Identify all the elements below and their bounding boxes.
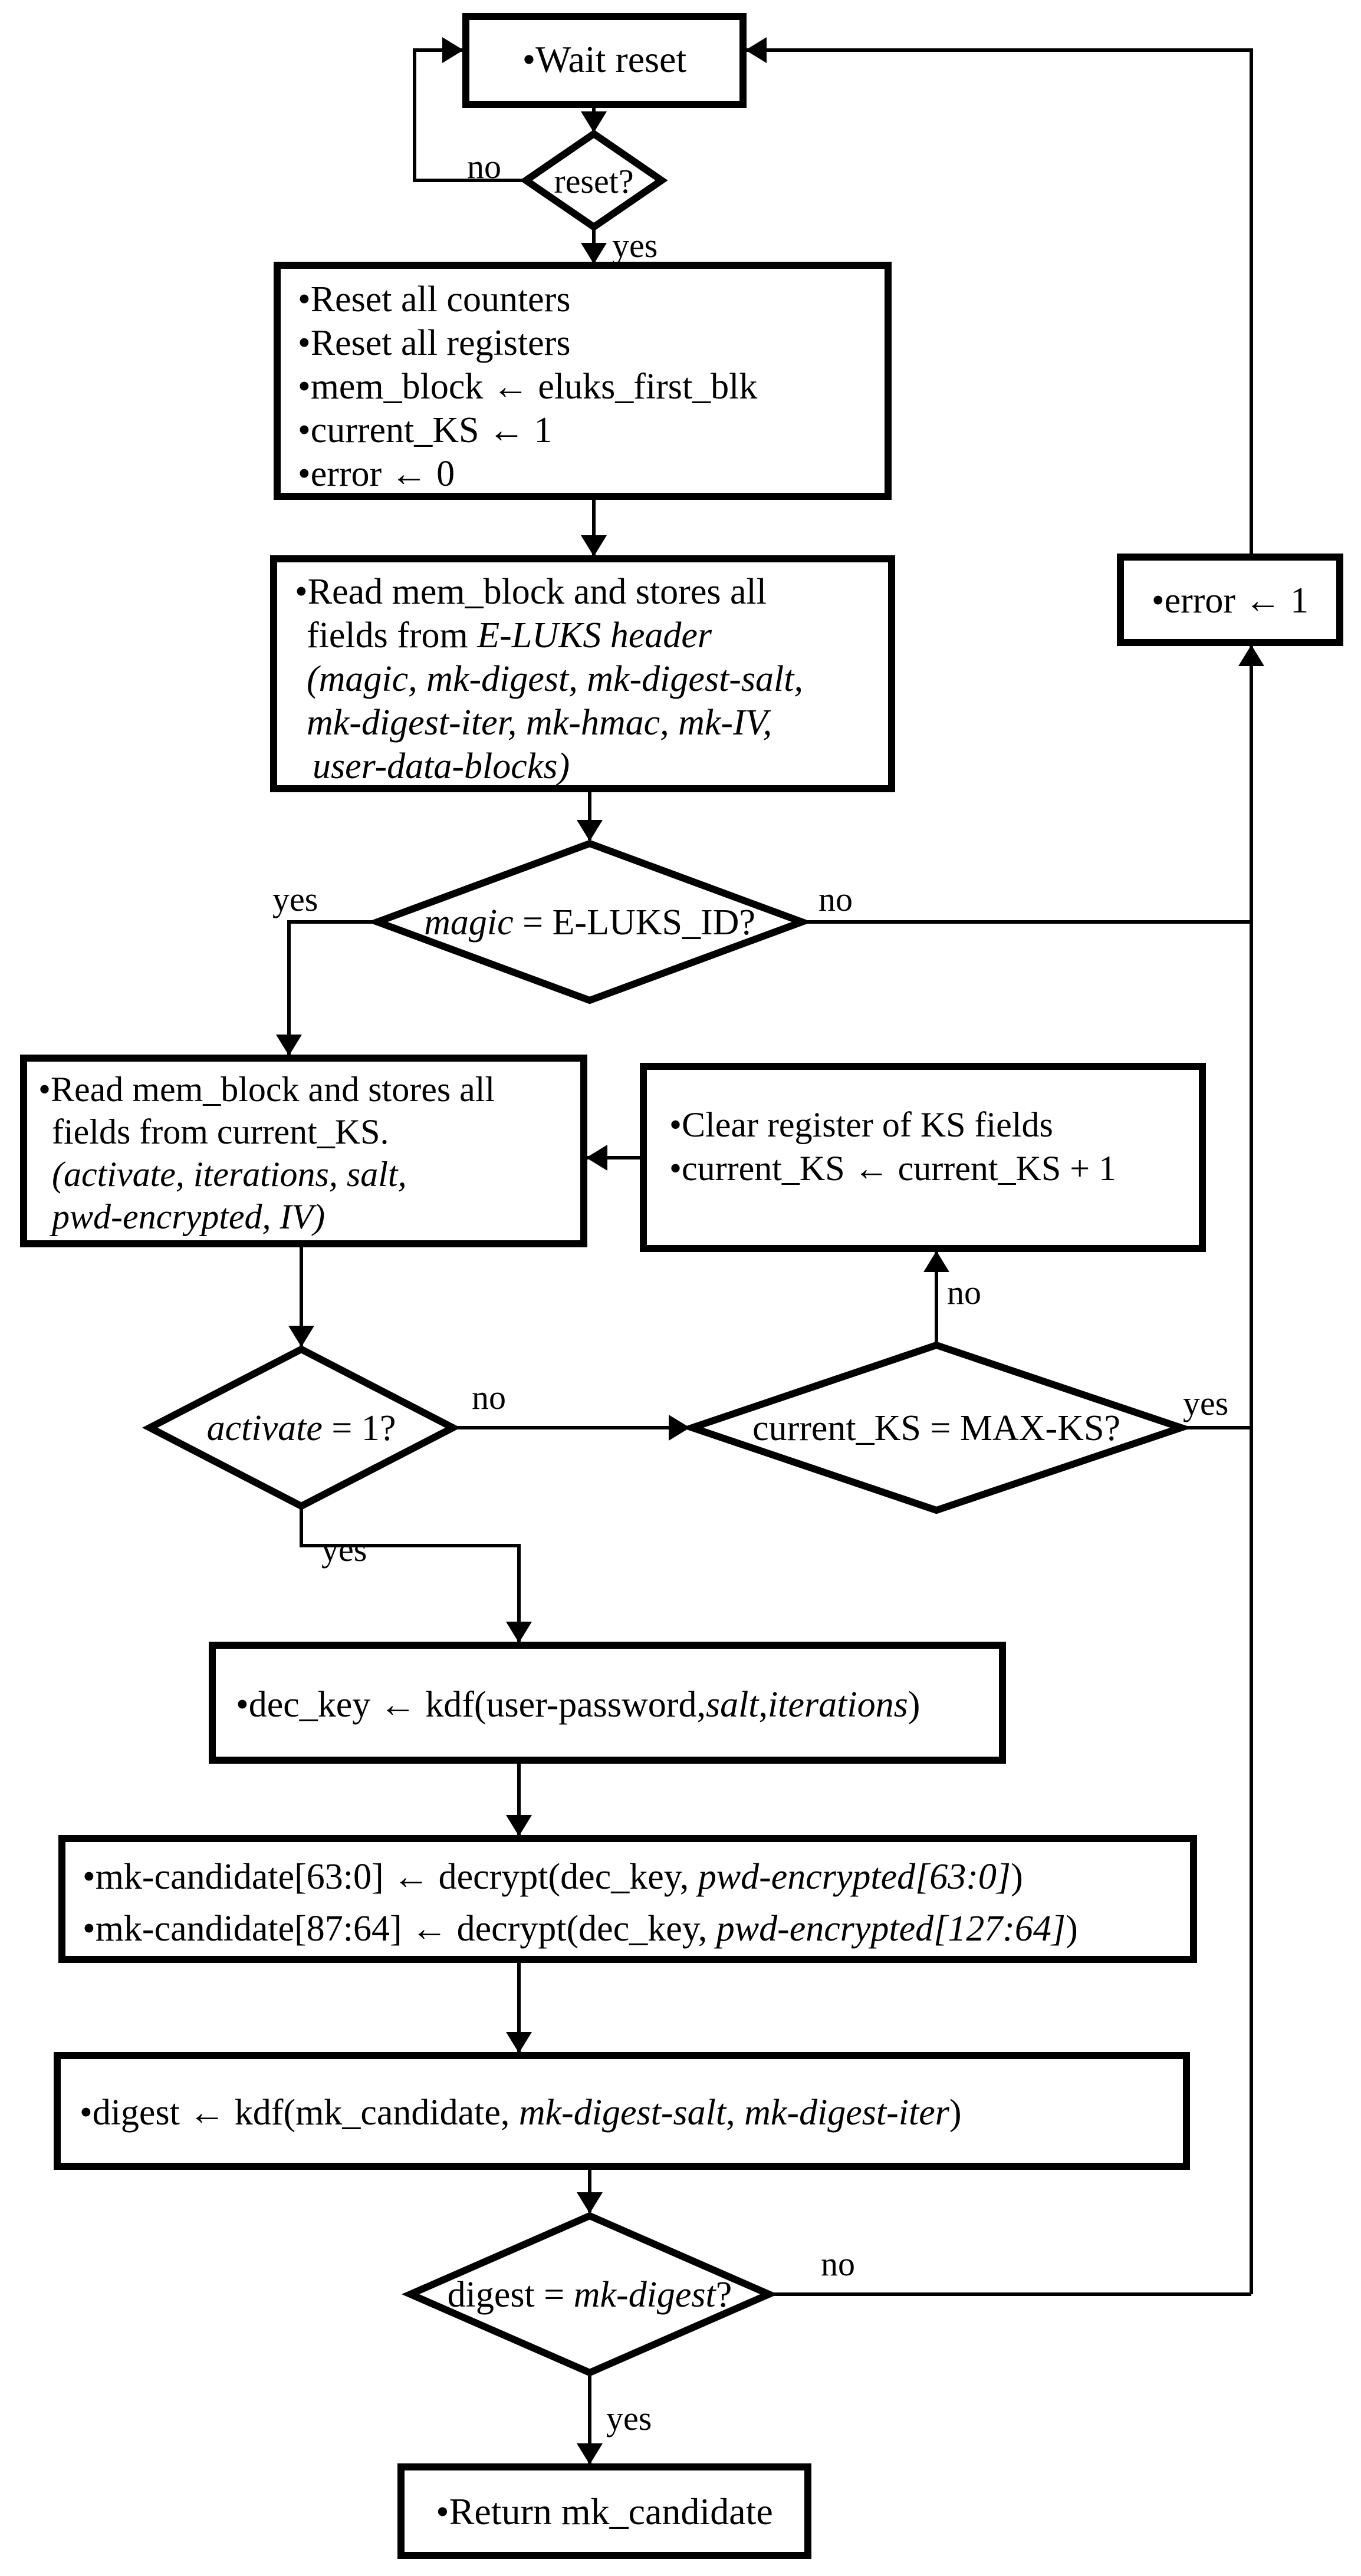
- process-init-line1: •Reset all counters: [298, 279, 570, 319]
- decision-digest-label: digest = mk-digest?: [448, 2275, 732, 2315]
- label-maxks-yes: yes: [1183, 1384, 1228, 1422]
- edge-activateq-yes: [300, 1506, 532, 1643]
- label-maxks-no: no: [947, 1273, 981, 1312]
- process-read-keyslot-line1: •Read mem_block and stores all: [38, 1070, 495, 1109]
- decision-activate: [142, 1345, 461, 1510]
- decision-magic: [367, 839, 813, 1004]
- label-magic-yes: yes: [272, 880, 318, 918]
- process-init-line5: •error ← 0: [298, 454, 455, 494]
- edge-resetq-no-loop: [413, 37, 526, 182]
- label-digest-no: no: [821, 2245, 855, 2283]
- process-read-keyslot-line4: pwd-encrypted, IV): [50, 1197, 325, 1236]
- process-read-keyslot-line3: (activate, iterations, salt,: [52, 1155, 407, 1194]
- edge-error-to-waitreset: [745, 37, 1253, 557]
- label-activate-yes: yes: [321, 1530, 367, 1569]
- process-read-header-line2: fields from E-LUKS header: [307, 615, 712, 655]
- decision-reset-label: reset?: [554, 162, 633, 200]
- process-read-header: [270, 555, 895, 792]
- process-read-keyslot-line2: fields from current_KS.: [52, 1112, 389, 1151]
- process-return-label: •Return mk_candidate: [436, 2491, 773, 2532]
- decision-max-ks-label: current_KS = MAX-KS?: [752, 1408, 1120, 1448]
- process-mk-candidate-line2: •mk-candidate[87:64] ← decrypt(dec_key, …: [83, 1909, 1078, 1949]
- decision-reset: [520, 129, 668, 232]
- process-error: [1117, 554, 1343, 646]
- edge-magicq-yes: [276, 920, 377, 1056]
- process-dec-key-label: •dec_key ← kdf(user-password,salt,iterat…: [236, 1685, 920, 1725]
- label-reset-no: no: [467, 147, 501, 186]
- process-read-header-line5: user-data-blocks): [313, 746, 570, 786]
- process-mk-candidate-line1: •mk-candidate[63:0] ← decrypt(dec_key, p…: [83, 1857, 1023, 1897]
- label-magic-no: no: [818, 880, 853, 918]
- process-error-label: •error ← 1: [1152, 581, 1309, 621]
- process-init-line4: •current_KS ← 1: [298, 410, 553, 450]
- process-digest-calc-label: •digest ← kdf(mk_candidate, mk-digest-sa…: [80, 2093, 962, 2133]
- process-read-header-line4: mk-digest-iter, mk-hmac, mk-IV,: [307, 703, 772, 743]
- process-init-line2: •Reset all registers: [298, 323, 570, 363]
- decision-max-ks: [681, 1341, 1192, 1514]
- process-read-keyslot: [20, 1055, 587, 1247]
- label-reset-yes: yes: [612, 226, 658, 265]
- process-dec-key: [209, 1642, 1006, 1764]
- label-digest-yes: yes: [606, 2399, 652, 2437]
- decision-magic-label: magic = E-LUKS_ID?: [424, 902, 755, 943]
- process-mk-candidate: [58, 1835, 1197, 1963]
- label-activate-no: no: [472, 1378, 506, 1417]
- process-read-header-line3: (magic, mk-digest, mk-digest-salt,: [307, 659, 803, 699]
- decision-activate-label: activate = 1?: [207, 1408, 396, 1448]
- process-return: [397, 2463, 811, 2559]
- process-init-line3: •mem_block ← eluks_first_blk: [298, 367, 757, 407]
- process-clear-keyslot: [640, 1063, 1206, 1252]
- process-init: [274, 262, 892, 500]
- decision-digest: [402, 2212, 778, 2377]
- process-wait-reset-label: •Wait reset: [522, 38, 687, 80]
- process-clear-keyslot-line2: •current_KS ← current_KS + 1: [669, 1149, 1116, 1188]
- process-clear-keyslot-line1: •Clear register of KS fields: [669, 1105, 1053, 1144]
- process-read-header-line1: •Read mem_block and stores all: [295, 572, 767, 612]
- process-digest-calc: [54, 2052, 1190, 2170]
- process-wait-reset: [462, 13, 747, 108]
